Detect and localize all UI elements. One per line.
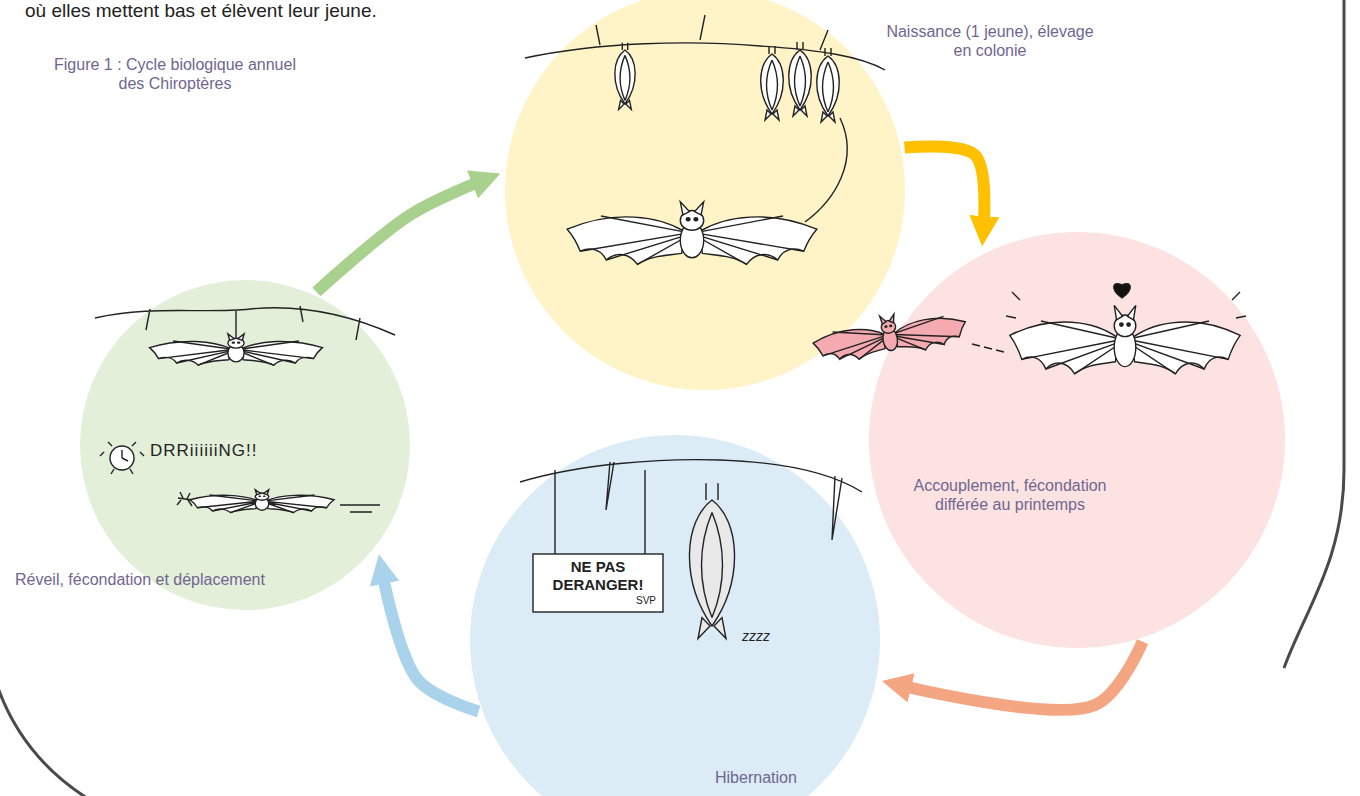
cycle-arrow: [905, 146, 985, 224]
circle-fill: [505, 0, 905, 390]
stage-label: Réveil, fécondation et déplacement: [15, 570, 265, 589]
circle-outline: [505, 0, 905, 390]
text-slot: NE PAS DERANGER!: [536, 558, 660, 594]
stage-label: Naissance (1 jeune), élevage en colonie: [880, 22, 1100, 60]
stage-label: Hibernation: [715, 768, 797, 787]
sign-text: SVP: [636, 595, 656, 607]
figure-caption: Figure 1 : Cycle biologique annuel des C…: [45, 55, 305, 93]
cycle-arrow: [383, 576, 479, 712]
sign-text: NE PAS DERANGER!: [536, 558, 660, 594]
text-slot: zzzz: [742, 628, 770, 645]
text-slot: Hibernation: [715, 768, 797, 787]
text-slot: Accouplement, fécondation différée au pr…: [910, 476, 1110, 514]
circle-outline: [470, 435, 880, 796]
sound-effect: DRRiiiiiiNG!!: [150, 441, 257, 461]
frame-line: [0, 688, 90, 796]
snore-text: zzzz: [742, 628, 770, 645]
cycle-arrow: [903, 642, 1142, 710]
stage-circle: Accouplement, fécondation différée au pr…: [869, 232, 1285, 648]
text-slot: DRRiiiiiiNG!!: [150, 441, 257, 461]
circle-outline: [869, 232, 1285, 648]
cycle-arrow: [316, 182, 480, 292]
frame-line: [1284, 0, 1344, 668]
text-slot: où elles mettent bas et élèvent leur jeu…: [25, 0, 377, 23]
text-slot: Figure 1 : Cycle biologique annuel des C…: [45, 55, 305, 93]
circle-fill: [869, 232, 1285, 648]
stage-circle: Naissance (1 jeune), élevage en colonie: [505, 0, 905, 390]
text-slot: Naissance (1 jeune), élevage en colonie: [880, 22, 1100, 60]
circle-fill: [80, 280, 410, 610]
circle-fill: [470, 435, 880, 796]
intro-text: où elles mettent bas et élèvent leur jeu…: [25, 0, 377, 23]
text-slot: Réveil, fécondation et déplacement: [15, 570, 265, 589]
text-slot: SVP: [636, 595, 656, 607]
stage-label: Accouplement, fécondation différée au pr…: [910, 476, 1110, 514]
stage-circle: Hibernation: [470, 435, 880, 796]
